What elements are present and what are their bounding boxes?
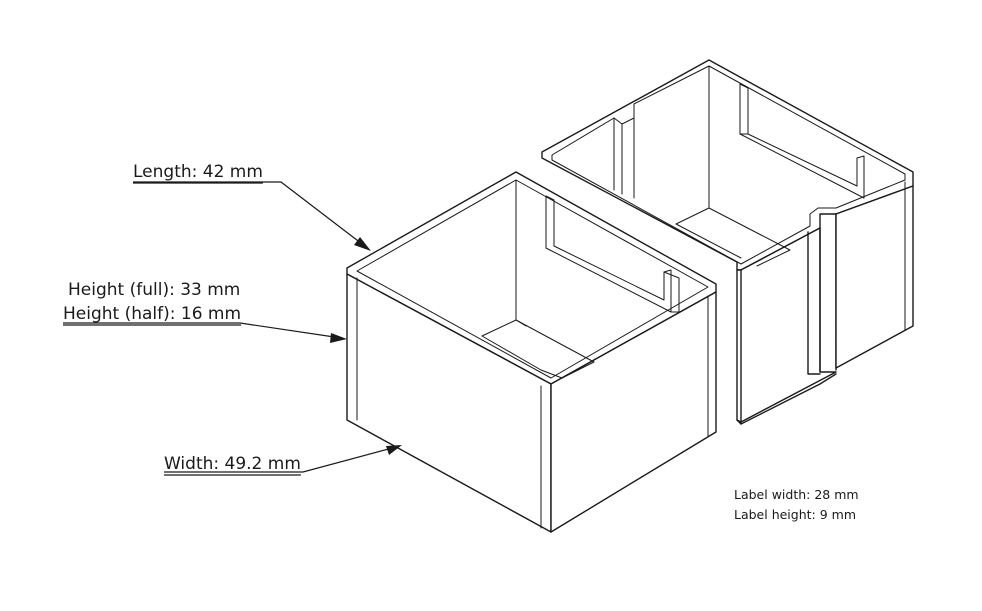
back-bin-rim [541, 59, 914, 271]
label-width-text: Label width: 28 mm [734, 487, 859, 502]
back-bin-slot-left [807, 231, 821, 375]
front-bin-right-wall [550, 291, 717, 533]
height-leader [63, 322, 342, 339]
width-arrowhead [386, 445, 402, 455]
front-bin-inner-floor-diag [515, 319, 527, 327]
length-label: Length: 42 mm [133, 162, 263, 182]
back-bin-label-slot [739, 83, 865, 199]
length-leader [133, 181, 367, 248]
height-dimension: Height (full): 33 mm Height (half): 16 m… [63, 280, 347, 343]
back-bin-right-wall [835, 185, 914, 369]
front-bin-inner-floor-front [481, 335, 563, 379]
label-note: Label width: 28 mm Label height: 9 mm [734, 487, 859, 522]
back-bin-slotted [541, 59, 914, 425]
height-half-label: Height (half): 16 mm [63, 304, 241, 324]
length-arrowhead [354, 237, 371, 251]
length-dimension: Length: 42 mm [133, 162, 371, 251]
front-bin-label-slot-tab [663, 271, 680, 313]
front-bin-inner-floor [481, 319, 595, 379]
label-height-text: Label height: 9 mm [734, 507, 856, 522]
height-full-label: Height (full): 33 mm [68, 280, 240, 300]
width-leader [164, 446, 397, 473]
back-bin-rim-inner [551, 65, 906, 265]
back-bin-inner-floor-back [675, 223, 742, 259]
width-label: Width: 49.2 mm [164, 454, 301, 474]
back-bin-inner-floor [675, 207, 791, 267]
height-arrowhead [330, 333, 347, 343]
front-bin-rim-inner [356, 179, 709, 379]
back-bin-bottom-edge [736, 373, 837, 425]
width-dimension: Width: 49.2 mm [164, 445, 402, 476]
front-bin [346, 171, 717, 533]
